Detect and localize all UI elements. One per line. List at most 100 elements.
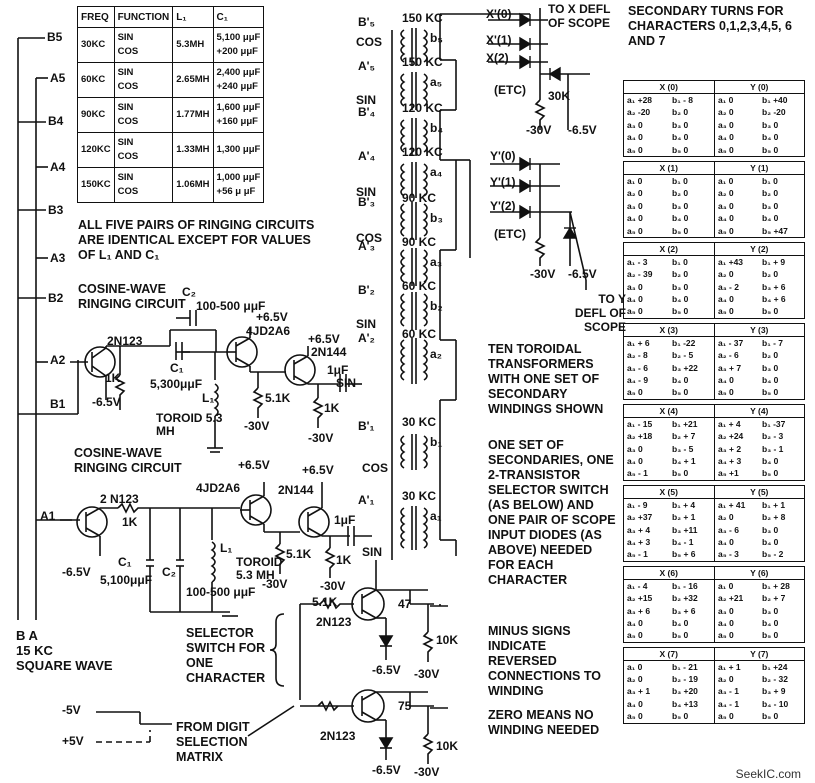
selector-transistor-2: 2N123 bbox=[320, 729, 356, 743]
turns-cell: b₄ 0 bbox=[762, 617, 779, 628]
turns-cell: a₁ 0 bbox=[714, 94, 759, 107]
watermark: SeekIC.com bbox=[735, 767, 801, 781]
transformer-label: B'₄ bbox=[358, 105, 376, 119]
turns-header-y: Y (1) bbox=[713, 161, 805, 174]
turns-block-header: X (7)Y (7) bbox=[624, 647, 804, 661]
turns-cell: b₅ - 2 bbox=[762, 549, 784, 560]
turns-header-x: X (7) bbox=[659, 648, 678, 659]
transformer-frequency: 90 KC bbox=[402, 191, 437, 205]
turns-block-header: X (6)Y (6) bbox=[624, 566, 804, 580]
turns-cell: a₁ + 4 bbox=[714, 417, 759, 431]
transformer-frequency: 120 KC bbox=[402, 101, 443, 115]
digit-matrix-label: FROM DIGIT SELECTION MATRIX bbox=[176, 720, 250, 764]
note-zero: ZERO MEANS NO WINDING NEEDED bbox=[488, 708, 600, 737]
turns-cell: b₂ 0 bbox=[762, 188, 779, 199]
freq-cell-function: SIN COS bbox=[113, 167, 174, 203]
lower-voltage-1: +6.5V bbox=[238, 458, 270, 472]
transformer-coil: b₄ bbox=[430, 121, 444, 135]
turns-cell: a₅ 0 bbox=[627, 387, 643, 398]
x-defl-label: TO X DEFL OF SCOPE bbox=[548, 2, 611, 30]
turns-cell: a₃ + 6 bbox=[627, 605, 651, 616]
lower-c1-value: 5,100μμF bbox=[100, 573, 153, 587]
turns-cell: b₄ + 1 bbox=[672, 455, 696, 466]
bus-label-b2: B2 bbox=[48, 291, 64, 305]
freq-cell-c1: 2,400 μμF +240 μμF bbox=[212, 62, 265, 98]
turns-cell: a₅ +1 bbox=[714, 467, 759, 480]
turns-cell: b₂ - 3 bbox=[762, 431, 784, 442]
turns-cell: b₁ +21 bbox=[672, 418, 698, 429]
turns-cell: b₅ 0 bbox=[672, 630, 689, 641]
turns-header-y: Y (4) bbox=[713, 404, 805, 417]
bus-label-b1: B1 bbox=[50, 397, 66, 411]
turns-cell: a₂ +18 bbox=[627, 431, 653, 442]
turns-cell: b₃ - 5 bbox=[672, 443, 694, 454]
freq-cell-c1: 1,300 μμF bbox=[212, 132, 265, 168]
transformer-coil: a₂ bbox=[430, 347, 443, 361]
turns-header-x: X (1) bbox=[659, 162, 678, 173]
x-defl-v2: -6.5V bbox=[568, 123, 597, 137]
turns-cell: a₁ - 9 bbox=[627, 499, 648, 510]
turns-cell: b₅ 0 bbox=[762, 630, 779, 641]
turns-cell: a₂ 0 bbox=[714, 187, 759, 200]
turns-cell: b₃ +11 bbox=[672, 524, 698, 535]
selector-r3: 10K bbox=[436, 633, 459, 647]
turns-cell: b₅ +47 bbox=[762, 225, 788, 236]
lower-r2: 5.1K bbox=[286, 547, 312, 561]
upper-neg-voltage-3: -30V bbox=[308, 431, 334, 445]
transformer-frequency: 120 KC bbox=[402, 145, 443, 159]
turns-cell: b₄ 0 bbox=[672, 375, 689, 386]
turns-cell: a₁ + 1 bbox=[714, 660, 759, 674]
transformer-coil: b₅ bbox=[430, 31, 443, 45]
turns-cell: a₁ - 3 bbox=[627, 256, 648, 267]
turns-cell: b₁ + 1 bbox=[762, 499, 786, 510]
turns-block-header: X (3)Y (3) bbox=[624, 323, 805, 337]
selector-r4: 75 bbox=[398, 699, 412, 713]
freq-cell-c1: 1,000 μμF +56 μ μF bbox=[212, 167, 265, 203]
turns-cell: a₂ 0 bbox=[627, 674, 643, 685]
lower-neg-voltage-3: -30V bbox=[320, 579, 346, 593]
turns-cell: a₄ - 9 bbox=[627, 375, 649, 386]
x-defl-resistor: 30K bbox=[548, 89, 571, 103]
turns-header-x: X (5) bbox=[659, 486, 678, 497]
turns-cell: b₅ 0 bbox=[672, 387, 689, 398]
upper-c1-label: C₁ bbox=[170, 361, 184, 375]
turns-cell: b₂ + 7 bbox=[762, 593, 786, 604]
lower-r3: 1K bbox=[336, 553, 352, 567]
freq-cell-c1: 1,600 μμF +160 μμF bbox=[212, 97, 265, 133]
turns-cell: b₅ 0 bbox=[672, 225, 689, 236]
x-defl-v1: -30V bbox=[526, 123, 552, 137]
upper-c2-label: C₂ bbox=[182, 285, 196, 299]
transformer-coil: a₃ bbox=[430, 255, 443, 269]
turns-header-y: Y (5) bbox=[713, 485, 805, 498]
turns-cell: a₃ 0 bbox=[714, 118, 759, 132]
freq-cell-c1: 5,100 μμF +200 μμF bbox=[212, 27, 265, 63]
turns-block-header: X (0)Y (0) bbox=[624, 81, 804, 94]
lower-c2-value: 100-500 μμF bbox=[186, 585, 256, 599]
turns-cell: a₃ 0 bbox=[627, 119, 643, 130]
turns-cell: a₃ - 6 bbox=[714, 523, 759, 536]
turns-cell: a₁ +28 bbox=[627, 95, 653, 105]
turns-block-header: X (2)Y (2) bbox=[624, 242, 804, 256]
turns-cell: b₁ - 21 bbox=[672, 661, 698, 672]
turns-header-y: Y (3) bbox=[713, 323, 805, 336]
turns-cell: b₅ 0 bbox=[672, 306, 689, 317]
turns-cell: a₃ 0 bbox=[627, 443, 643, 454]
upper-transistor-1: 2N123 bbox=[107, 334, 143, 348]
turns-cell: a₂ 0 bbox=[714, 673, 759, 686]
note-toroidal: TEN TOROIDAL TRANSFORMERS WITH ONE SET O… bbox=[488, 342, 604, 416]
bus-label-a2: A2 bbox=[50, 353, 66, 367]
turns-cell: a₃ - 1 bbox=[714, 685, 759, 698]
turns-header-x: X (0) bbox=[659, 82, 678, 92]
lower-voltage-2: +6.5V bbox=[302, 463, 334, 477]
